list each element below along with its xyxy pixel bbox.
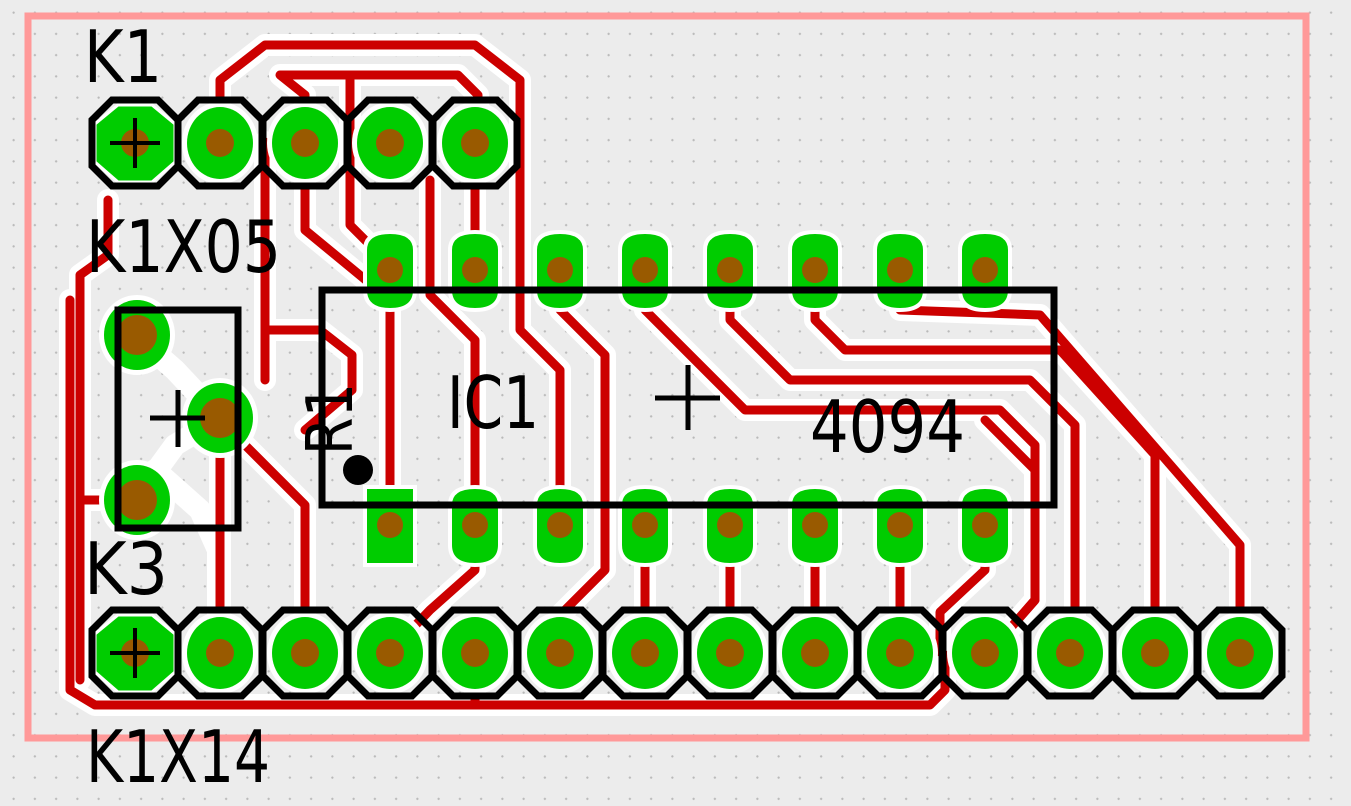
ic1-pad bbox=[873, 229, 927, 313]
k1-pad bbox=[88, 96, 182, 190]
ic1-pad bbox=[363, 229, 417, 313]
ic1-body bbox=[318, 286, 1058, 509]
k1-pad bbox=[344, 96, 436, 190]
ic1-pin1-marker bbox=[343, 455, 373, 485]
r1-outline bbox=[114, 306, 242, 532]
ic1-value-label: 4094 bbox=[810, 385, 965, 469]
k3-pad bbox=[1109, 606, 1201, 700]
ic1-pad bbox=[703, 229, 757, 313]
k1-pad bbox=[259, 96, 351, 190]
k3-pad bbox=[1024, 606, 1116, 700]
connector-k3 bbox=[88, 606, 1286, 700]
k3-pad bbox=[88, 606, 182, 700]
ic1-pad bbox=[873, 484, 927, 568]
k3-name-label: K3 bbox=[84, 527, 168, 611]
k3-pad bbox=[939, 606, 1031, 700]
k3-value-label: K1X14 bbox=[86, 715, 270, 799]
ic1-origin-cross bbox=[655, 365, 720, 430]
k3-pad bbox=[1194, 606, 1286, 700]
k3-pad bbox=[769, 606, 861, 700]
k3-pad bbox=[429, 606, 521, 700]
ic1-pad bbox=[703, 484, 757, 568]
ic1-pad bbox=[958, 229, 1012, 313]
board-outline bbox=[24, 12, 1310, 742]
ic1-pads-top bbox=[363, 229, 1012, 313]
ic1-pad bbox=[533, 229, 587, 313]
r1-origin-cross bbox=[150, 390, 205, 447]
trimmer-r1 bbox=[99, 295, 258, 540]
k1-value-label: K1X05 bbox=[86, 205, 281, 289]
ic1-pad bbox=[448, 229, 502, 313]
k3-pad bbox=[344, 606, 436, 700]
ic1-pad bbox=[788, 484, 842, 568]
ic1-pad bbox=[618, 484, 672, 568]
ic1-pad bbox=[533, 484, 587, 568]
k1-name-label: K1 bbox=[84, 15, 162, 99]
ic1-pad-1 bbox=[363, 485, 417, 567]
connector-k1 bbox=[88, 96, 521, 190]
k3-pad bbox=[259, 606, 351, 700]
k3-pad bbox=[599, 606, 691, 700]
ic1-pad bbox=[788, 229, 842, 313]
ic1-pads-bottom bbox=[363, 484, 1012, 568]
r1-name-label: R1 bbox=[294, 383, 368, 455]
k1-pad bbox=[174, 96, 266, 190]
ic1-name-label: IC1 bbox=[447, 361, 539, 445]
ic1-pad bbox=[618, 229, 672, 313]
k3-pad bbox=[684, 606, 776, 700]
ic1-pad bbox=[958, 484, 1012, 568]
k3-pad bbox=[854, 606, 946, 700]
k3-pad bbox=[174, 606, 266, 700]
k1-pad bbox=[429, 96, 521, 190]
ic1-pad bbox=[448, 484, 502, 568]
k3-pad bbox=[514, 606, 606, 700]
